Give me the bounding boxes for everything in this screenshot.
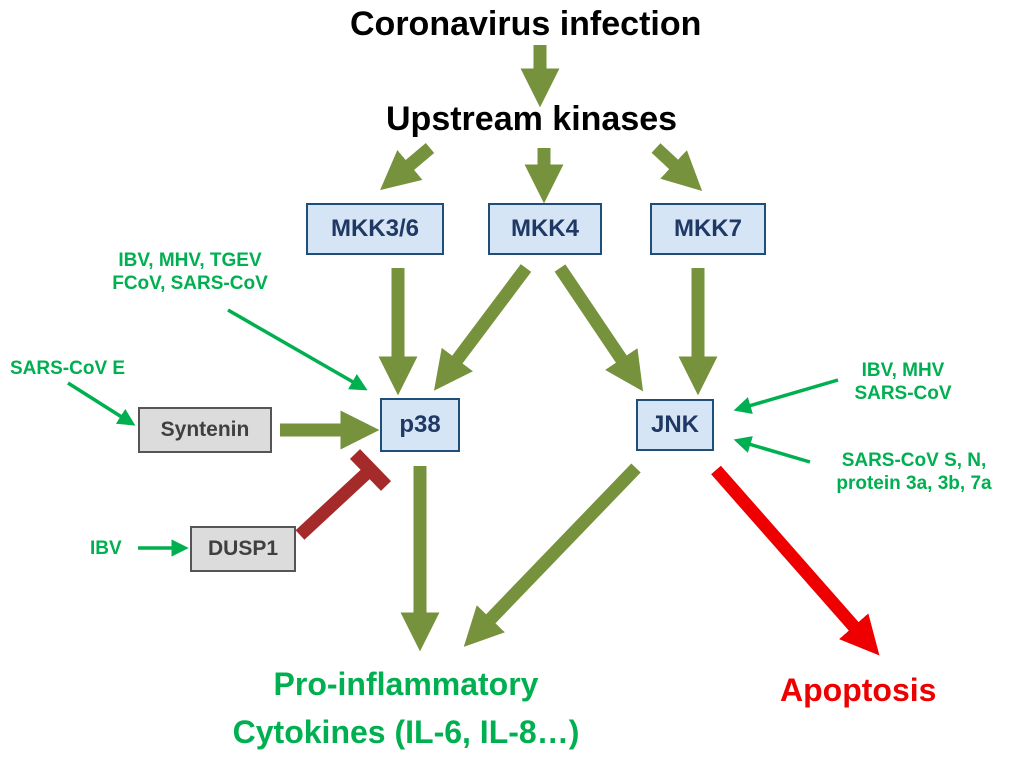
apoptosis-outcome-label: Apoptosis — [780, 672, 937, 708]
mkk7-box: MKK7 — [650, 203, 766, 255]
dusp1-box: DUSP1 — [190, 526, 296, 572]
arrow-sarscove-to-syntenin — [67, 381, 136, 426]
cytokines-line2: Cytokines (IL-6, IL-8…) — [232, 714, 580, 750]
cytokines-line1: Pro-inflammatory — [273, 666, 539, 702]
p38-box: p38 — [380, 398, 460, 452]
jnk-box: JNK — [636, 399, 714, 451]
coronavirus-infection-label: Coronavirus infection — [350, 5, 702, 43]
p38-activators-line1: IBV, MHV, TGEV — [118, 250, 262, 271]
jnk-activators-line2: SARS-CoV — [854, 382, 952, 404]
jnk-activators-line1: IBV, MHV — [861, 360, 945, 381]
jnk-proteins-line1: SARS-CoV S, N, — [841, 450, 987, 471]
upstream-kinases-label: Upstream kinases — [386, 100, 678, 138]
arrow-upstream-to-mkk36 — [380, 143, 435, 191]
arrow-upstream-to-mkk7 — [651, 143, 703, 191]
p38-activators-line2: FCoV, SARS-CoV — [112, 272, 268, 294]
arrow-viruses-to-p38 — [227, 308, 368, 391]
jnk-activators-label: IBV, MHV SARS-CoV — [828, 360, 978, 406]
jnk-proteins-line2: protein 3a, 3b, 7a — [836, 472, 992, 494]
arrow-jnk-to-cytokines — [463, 463, 641, 647]
syntenin-activator-label: SARS-CoV E — [10, 358, 126, 379]
inhibition-dusp1-to-p38 — [295, 465, 375, 540]
arrow-proteins-to-jnk — [733, 436, 811, 464]
inhibition-bar — [349, 449, 392, 491]
syntenin-box: Syntenin — [138, 407, 272, 453]
arrow-mkk4-to-jnk — [554, 264, 644, 392]
p38-activators-label: IBV, MHV, TGEV FCoV, SARS-CoV — [60, 250, 320, 296]
arrow-viruses-to-jnk — [733, 378, 839, 414]
arrow-jnk-to-apoptosis — [711, 465, 880, 656]
arrow-mkk4-to-p38 — [433, 264, 532, 391]
mkk36-box: MKK3/6 — [306, 203, 444, 255]
cytokines-outcome-label: Pro-inflammatory Cytokines (IL-6, IL-8…) — [176, 660, 636, 756]
jnk-proteins-label: SARS-CoV S, N, protein 3a, 3b, 7a — [812, 450, 1016, 496]
mkk4-box: MKK4 — [488, 203, 602, 255]
dusp1-activator-label: IBV — [90, 538, 122, 559]
